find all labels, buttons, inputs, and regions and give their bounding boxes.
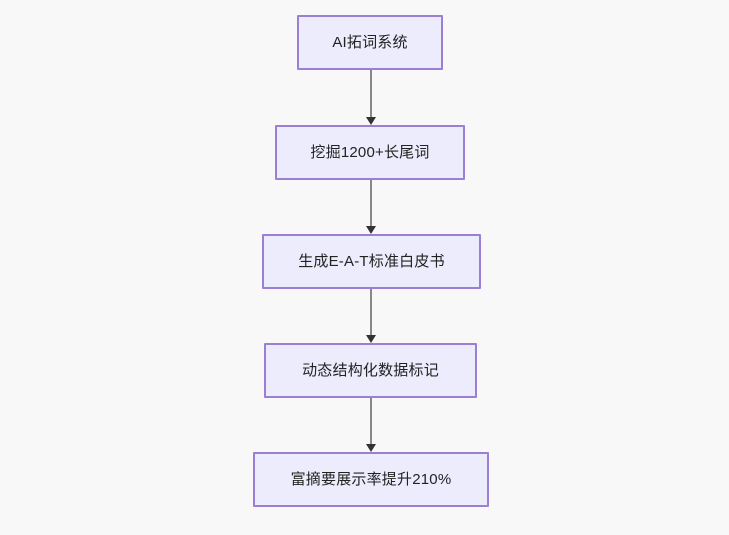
connector-line-2 — [370, 180, 372, 226]
arrowhead-3 — [366, 335, 376, 343]
arrowhead-1 — [366, 117, 376, 125]
connector-line-4 — [370, 398, 372, 444]
flow-node-4[interactable]: 动态结构化数据标记 — [264, 343, 477, 398]
connector-line-3 — [370, 289, 372, 335]
flow-node-1[interactable]: AI拓词系统 — [297, 15, 443, 70]
flow-node-5[interactable]: 富摘要展示率提升210% — [253, 452, 489, 507]
arrowhead-2 — [366, 226, 376, 234]
flow-node-2[interactable]: 挖掘1200+长尾词 — [275, 125, 465, 180]
flow-node-4-label: 动态结构化数据标记 — [302, 362, 439, 379]
flow-node-2-label: 挖掘1200+长尾词 — [310, 144, 430, 161]
flow-node-1-label: AI拓词系统 — [332, 34, 408, 51]
connector-line-1 — [370, 70, 372, 117]
arrowhead-4 — [366, 444, 376, 452]
flow-node-3-label: 生成E-A-T标准白皮书 — [298, 253, 445, 270]
flow-node-5-label: 富摘要展示率提升210% — [290, 471, 452, 488]
flow-node-3[interactable]: 生成E-A-T标准白皮书 — [262, 234, 481, 289]
